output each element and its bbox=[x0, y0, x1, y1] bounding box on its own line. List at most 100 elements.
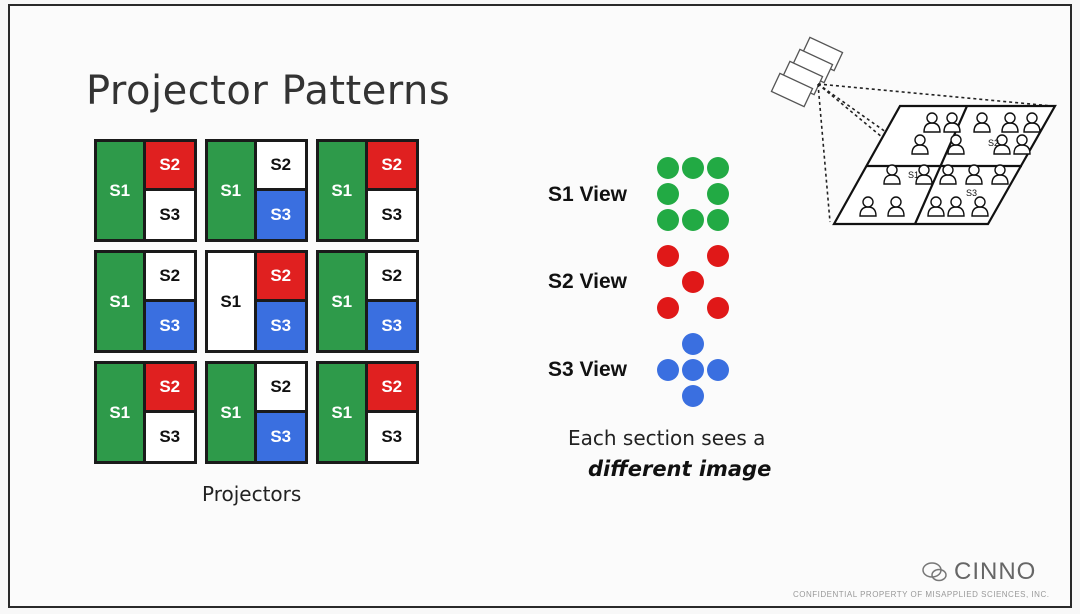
view-dot bbox=[657, 245, 679, 267]
section-s3: S3 bbox=[256, 412, 305, 461]
view-dot bbox=[682, 385, 704, 407]
section-s2-label: S2 bbox=[159, 265, 181, 285]
wechat-icon bbox=[922, 562, 947, 582]
section-s1: S1 bbox=[208, 142, 257, 239]
view-dot bbox=[657, 209, 679, 231]
view-dot bbox=[682, 157, 704, 179]
section-s2-label: S2 bbox=[381, 376, 403, 396]
brand-text: CINNO bbox=[954, 558, 1037, 585]
view-label-s3: S3 View bbox=[548, 358, 627, 381]
section-s2: S2 bbox=[145, 142, 194, 191]
section-s2-label: S2 bbox=[381, 154, 403, 174]
section-s1: S1 bbox=[208, 253, 257, 350]
section-s2-label: S2 bbox=[159, 154, 181, 174]
section-s2: S2 bbox=[367, 142, 416, 191]
section-s2-label: S2 bbox=[270, 265, 292, 285]
section-s3: S3 bbox=[145, 301, 194, 350]
view-dot bbox=[682, 359, 704, 381]
section-s1-label: S1 bbox=[109, 291, 131, 311]
view-dot bbox=[657, 157, 679, 179]
section-s2: S2 bbox=[145, 253, 194, 302]
footer-confidential: CONFIDENTIAL PROPERTY OF MISAPPLIED SCIE… bbox=[793, 590, 1050, 599]
slide-title: Projector Patterns bbox=[86, 68, 451, 114]
section-s3: S3 bbox=[256, 301, 305, 350]
section-s3: S3 bbox=[145, 190, 194, 239]
projector-scene-illustration: S1 S2 S3 bbox=[770, 36, 1057, 226]
section-s2-label: S2 bbox=[159, 376, 181, 396]
section-s1: S1 bbox=[319, 253, 368, 350]
section-s3-label: S3 bbox=[270, 426, 292, 446]
section-s3: S3 bbox=[367, 190, 416, 239]
section-s2: S2 bbox=[367, 253, 416, 302]
note-line-2: different image bbox=[588, 457, 772, 481]
section-s3-label: S3 bbox=[159, 204, 181, 224]
section-s1-label: S1 bbox=[331, 402, 353, 422]
section-s1: S1 bbox=[97, 142, 146, 239]
view-dot bbox=[657, 183, 679, 205]
section-s3-label: S3 bbox=[381, 426, 403, 446]
view-dot bbox=[682, 271, 704, 293]
section-s2: S2 bbox=[145, 364, 194, 413]
section-s3-label: S3 bbox=[381, 204, 403, 224]
section-s3-label: S3 bbox=[270, 315, 292, 335]
projection-lines bbox=[817, 83, 1053, 223]
section-s1-label: S1 bbox=[109, 180, 131, 200]
section-s2: S2 bbox=[367, 364, 416, 413]
view-dot bbox=[707, 359, 729, 381]
section-s1: S1 bbox=[97, 364, 146, 461]
section-s1: S1 bbox=[208, 364, 257, 461]
section-s1-label: S1 bbox=[220, 402, 242, 422]
view-dot bbox=[682, 209, 704, 231]
section-s2-label: S2 bbox=[270, 154, 292, 174]
projectors-caption: Projectors bbox=[202, 482, 302, 506]
section-s3: S3 bbox=[256, 190, 305, 239]
section-s1-label: S1 bbox=[109, 402, 131, 422]
section-s2: S2 bbox=[256, 142, 305, 191]
projector-icon bbox=[770, 36, 844, 108]
section-s1-label: S1 bbox=[331, 180, 353, 200]
view-label-s1: S1 View bbox=[548, 183, 627, 206]
section-s3: S3 bbox=[145, 412, 194, 461]
scene-label-s2: S2 bbox=[988, 138, 999, 148]
section-s2-label: S2 bbox=[270, 376, 292, 396]
view-dot bbox=[707, 183, 729, 205]
section-s3: S3 bbox=[367, 301, 416, 350]
section-s2: S2 bbox=[256, 253, 305, 302]
section-s1: S1 bbox=[319, 142, 368, 239]
view-dot bbox=[657, 297, 679, 319]
scene-label-s3: S3 bbox=[966, 188, 977, 198]
section-s1-label: S1 bbox=[220, 180, 242, 200]
view-dot bbox=[657, 359, 679, 381]
audience-icons bbox=[859, 112, 1041, 217]
note-line-1: Each section sees a bbox=[568, 426, 766, 450]
section-s3: S3 bbox=[367, 412, 416, 461]
brand-watermark: CINNO bbox=[922, 558, 1036, 586]
section-s2-label: S2 bbox=[381, 265, 403, 285]
view-dot bbox=[707, 297, 729, 319]
scene-label-s1: S1 bbox=[908, 170, 919, 180]
view-dot bbox=[707, 157, 729, 179]
section-s2: S2 bbox=[256, 364, 305, 413]
section-s3-label: S3 bbox=[159, 315, 181, 335]
view-label-s2: S2 View bbox=[548, 270, 627, 293]
section-s1: S1 bbox=[97, 253, 146, 350]
view-dot bbox=[707, 209, 729, 231]
section-s3-label: S3 bbox=[159, 426, 181, 446]
section-s3-label: S3 bbox=[381, 315, 403, 335]
section-s3-label: S3 bbox=[270, 204, 292, 224]
view-dot bbox=[707, 245, 729, 267]
section-s1-label: S1 bbox=[331, 291, 353, 311]
section-s1-label: S1 bbox=[220, 291, 242, 311]
section-s1: S1 bbox=[319, 364, 368, 461]
view-dot bbox=[682, 333, 704, 355]
